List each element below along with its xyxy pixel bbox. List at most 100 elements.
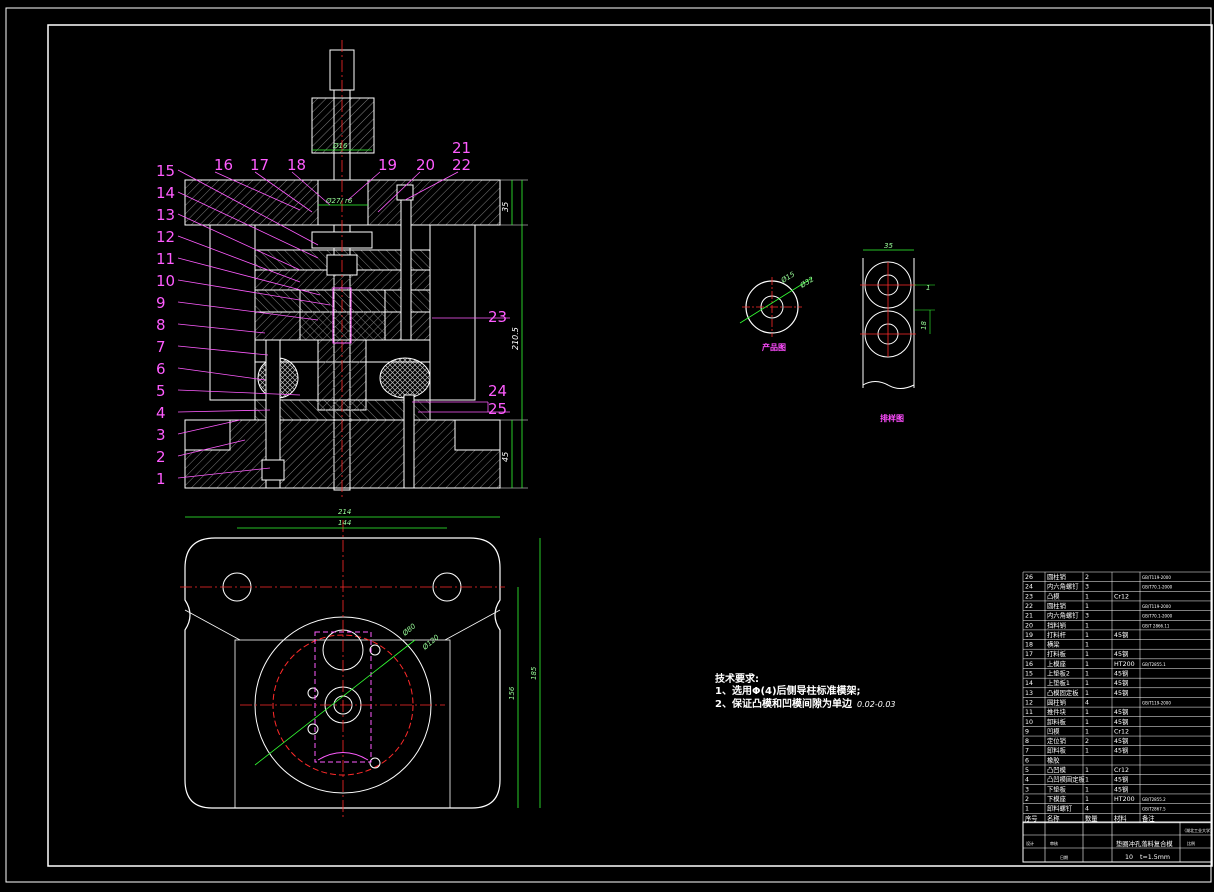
bom-cell-std: GB/T2867.5 bbox=[1142, 807, 1166, 812]
callout-5: 5 bbox=[156, 382, 166, 400]
strip-label: 排样图 bbox=[880, 413, 904, 423]
bom-cell-qty: 1 bbox=[1085, 709, 1089, 716]
bom-cell-material: 45钢 bbox=[1114, 737, 1128, 745]
bom-cell-no: 13 bbox=[1025, 690, 1033, 697]
product-view: Ø15 Ø32 产品图 bbox=[739, 270, 816, 352]
bom-cell-qty: 1 bbox=[1085, 728, 1089, 735]
inner-border bbox=[47, 24, 1213, 867]
bom-cell-std: GB/T70.1-2000 bbox=[1142, 585, 1173, 590]
bom-cell-name: 凸凹模固定板 bbox=[1047, 775, 1085, 784]
bom-cell-material: 45钢 bbox=[1114, 776, 1128, 784]
bom-cell-name: 圆柱销 bbox=[1047, 697, 1066, 706]
callout-11: 11 bbox=[156, 250, 175, 268]
bom-cell-qty: 4 bbox=[1085, 806, 1089, 813]
bom-cell-name: 推件块 bbox=[1047, 707, 1067, 716]
bom-header-qty: 数量 bbox=[1085, 813, 1098, 822]
plan-dim-dia1: Ø80 bbox=[400, 622, 417, 638]
callout-22: 22 bbox=[452, 156, 471, 174]
bom-cell-std: GB/T119-2000 bbox=[1142, 575, 1171, 580]
bom-cell-qty: 1 bbox=[1085, 632, 1089, 639]
tech-line-2: 2、保证凸模和凹模间隙为单边 bbox=[715, 697, 853, 710]
callout-16: 16 bbox=[214, 156, 233, 174]
bom-cell-name: 凹模 bbox=[1047, 726, 1060, 735]
bom-cell-std: GB/T119-2000 bbox=[1142, 604, 1171, 609]
bom-cell-material: Cr12 bbox=[1114, 728, 1129, 735]
callout-6: 6 bbox=[156, 360, 166, 378]
bom-header-name: 名称 bbox=[1047, 813, 1060, 822]
bom-cell-qty: 1 bbox=[1085, 748, 1089, 755]
callout-10: 10 bbox=[156, 272, 175, 290]
callout-9: 9 bbox=[156, 294, 166, 312]
bom-cell-no: 6 bbox=[1025, 757, 1029, 764]
bom-cell-material: HT200 bbox=[1114, 796, 1135, 803]
callout-18: 18 bbox=[287, 156, 306, 174]
plan-view: 214 144 185 156 Ø80 Ø120 bbox=[180, 508, 541, 820]
callout-25: 25 bbox=[488, 400, 507, 418]
title-block-thickness: t=1.5mm bbox=[1140, 854, 1170, 861]
bom-cell-name: 挡料销 bbox=[1047, 620, 1066, 629]
bom-cell-qty: 1 bbox=[1085, 777, 1089, 784]
bom-cell-no: 22 bbox=[1025, 603, 1033, 610]
bom-cell-qty: 1 bbox=[1085, 690, 1089, 697]
bom-cell-std: GB/T70.1-2000 bbox=[1142, 614, 1173, 619]
callout-3: 3 bbox=[156, 426, 166, 444]
title-block-scale: 10 bbox=[1125, 854, 1133, 861]
outer-border bbox=[5, 7, 1212, 883]
bom-cell-no: 17 bbox=[1025, 651, 1033, 658]
bom-cell-material: Cr12 bbox=[1114, 767, 1129, 774]
callout-19: 19 bbox=[378, 156, 397, 174]
callouts-left: 15 14 13 12 11 10 9 8 7 6 5 4 3 2 1 bbox=[156, 162, 175, 488]
bom-cell-qty: 2 bbox=[1085, 574, 1089, 581]
bom-cell-material: 45钢 bbox=[1114, 689, 1128, 697]
plan-dim-height: 185 bbox=[530, 666, 538, 680]
bom-cell-qty: 1 bbox=[1085, 796, 1089, 803]
plan-dim-inner-h: 156 bbox=[508, 686, 516, 700]
bom-cell-no: 1 bbox=[1025, 806, 1029, 813]
bom-cell-no: 7 bbox=[1025, 748, 1029, 755]
bom-cell-material: 45钢 bbox=[1114, 785, 1128, 793]
bom-cell-material: 45钢 bbox=[1114, 718, 1128, 726]
bom-cell-material: 45钢 bbox=[1114, 631, 1128, 639]
bom-cell-name: 凸凹模 bbox=[1047, 765, 1067, 774]
callout-8: 8 bbox=[156, 316, 166, 334]
bom-cell-name: 内六角螺钉 bbox=[1047, 611, 1079, 620]
product-label: 产品图 bbox=[762, 342, 786, 352]
callout-14: 14 bbox=[156, 184, 175, 202]
bom-cell-no: 12 bbox=[1025, 699, 1033, 706]
bom-cell-name: 内六角螺钉 bbox=[1047, 582, 1079, 591]
technical-requirements: 技术要求: 1、选用Φ(4)后侧导柱标准模架; 2、保证凸模和凹模间隙为单边 0… bbox=[715, 672, 896, 710]
bom-cell-no: 10 bbox=[1025, 719, 1033, 726]
title-block-weight: 比例 bbox=[1187, 840, 1195, 846]
title-block: 垫圈冲孔落料复合模 t=1.5mm 10 设计 审核 日期 比例 （湖北工业大学… bbox=[1022, 821, 1214, 863]
bom-cell-std: GB/T2855.2 bbox=[1142, 797, 1166, 802]
bom-cell-name: 上模座 bbox=[1047, 659, 1066, 668]
plan-dim-dia2: Ø120 bbox=[420, 633, 441, 652]
callout-15: 15 bbox=[156, 162, 175, 180]
bom-cell-qty: 1 bbox=[1085, 622, 1089, 629]
callout-2: 2 bbox=[156, 448, 166, 466]
bom-cell-material: Cr12 bbox=[1114, 593, 1129, 600]
callout-1: 1 bbox=[156, 470, 166, 488]
callout-4: 4 bbox=[156, 404, 166, 422]
bom-cell-name: 打料板 bbox=[1047, 649, 1067, 658]
callouts-top: 16 17 18 19 20 22 21 23 24 25 bbox=[214, 139, 507, 418]
bom-cell-qty: 1 bbox=[1085, 671, 1089, 678]
bom-cell-qty: 2 bbox=[1085, 738, 1089, 745]
bom-cell-qty: 3 bbox=[1085, 584, 1089, 591]
title-block-date: 日期 bbox=[1060, 854, 1068, 860]
